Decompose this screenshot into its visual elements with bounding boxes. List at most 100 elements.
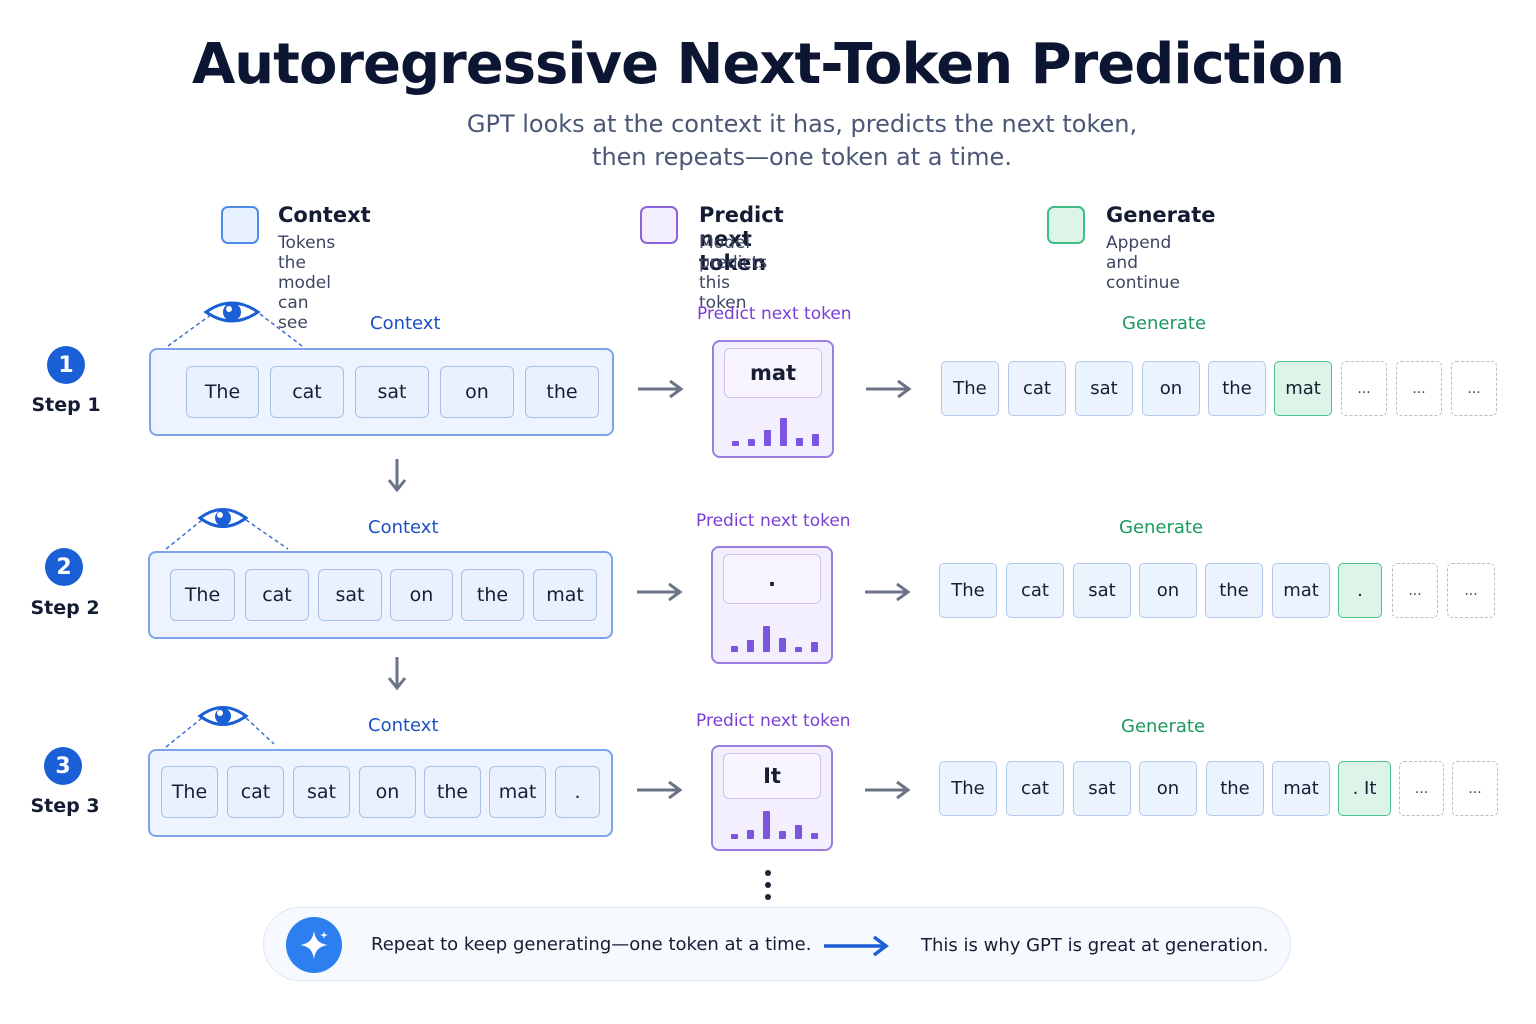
generate-label: Generate bbox=[1122, 313, 1207, 334]
subtitle-line-2: then repeats—one token at a time. bbox=[592, 143, 1012, 171]
legend-predict-title: Predict next token bbox=[699, 203, 784, 275]
context-token: the bbox=[461, 569, 524, 621]
output-token: sat bbox=[1075, 361, 1133, 416]
probability-bar bbox=[796, 438, 803, 446]
step-1-label: Step 1 bbox=[31, 394, 101, 416]
sparkle-icon bbox=[286, 917, 342, 973]
output-token: The bbox=[939, 761, 997, 816]
prediction-box: . bbox=[711, 546, 833, 664]
output-token: The bbox=[939, 563, 997, 618]
output-token: the bbox=[1205, 563, 1263, 618]
probability-bar bbox=[732, 441, 739, 446]
context-token: on bbox=[440, 366, 514, 418]
legend-generate-swatch bbox=[1047, 206, 1085, 244]
probability-bar bbox=[763, 626, 770, 652]
probability-bar bbox=[747, 830, 754, 839]
footer-banner bbox=[263, 907, 1291, 981]
page-title: Autoregressive Next-Token Prediction bbox=[191, 32, 1345, 97]
legend-predict-desc: Model predicts this token bbox=[699, 233, 768, 313]
empty-slot: ... bbox=[1341, 361, 1387, 416]
probability-bar bbox=[764, 430, 771, 446]
probability-bar bbox=[811, 833, 818, 839]
context-label: Context bbox=[368, 517, 439, 538]
arrow-right-icon bbox=[637, 780, 683, 800]
arrow-right-icon bbox=[866, 379, 912, 399]
probability-bar bbox=[747, 640, 754, 652]
output-token: on bbox=[1142, 361, 1200, 416]
arrow-right-icon bbox=[865, 582, 911, 602]
probability-bar bbox=[731, 834, 738, 839]
empty-slot: ... bbox=[1392, 563, 1438, 618]
probability-bar bbox=[795, 647, 802, 652]
context-token: The bbox=[161, 766, 218, 818]
probability-bar bbox=[779, 638, 786, 652]
context-token: the bbox=[525, 366, 599, 418]
arrow-right-icon bbox=[638, 379, 684, 399]
context-token: mat bbox=[533, 569, 597, 621]
output-token: The bbox=[941, 361, 999, 416]
legend-predict-swatch bbox=[640, 206, 678, 244]
legend-context-title: Context bbox=[278, 203, 371, 227]
generate-label: Generate bbox=[1121, 716, 1206, 737]
legend-generate-title: Generate bbox=[1106, 203, 1216, 227]
context-token: The bbox=[170, 569, 235, 621]
eye-icon bbox=[165, 706, 275, 748]
probability-bar bbox=[811, 642, 818, 652]
arrow-right-icon bbox=[637, 582, 683, 602]
probability-bar bbox=[731, 646, 738, 652]
context-token: cat bbox=[270, 366, 344, 418]
step-3-circle: 3 bbox=[44, 747, 82, 785]
context-token: on bbox=[359, 766, 416, 818]
context-label: Context bbox=[368, 715, 439, 736]
probability-bar bbox=[763, 811, 770, 839]
eye-icon bbox=[167, 301, 303, 347]
probability-bar bbox=[779, 831, 786, 839]
probability-bar bbox=[795, 825, 802, 839]
empty-slot: ... bbox=[1451, 361, 1497, 416]
step-2-label: Step 2 bbox=[30, 597, 100, 619]
generate-label: Generate bbox=[1119, 517, 1204, 538]
predicted-token: It bbox=[723, 753, 821, 799]
generated-token: mat bbox=[1274, 361, 1332, 416]
context-token: sat bbox=[293, 766, 350, 818]
vertical-ellipsis-icon bbox=[765, 870, 771, 900]
arrow-right-icon bbox=[824, 935, 889, 957]
context-token: on bbox=[390, 569, 453, 621]
predicted-token: mat bbox=[724, 348, 822, 398]
predict-label: Predict next token bbox=[696, 511, 851, 531]
step-1-circle: 1 bbox=[47, 346, 85, 384]
output-token: sat bbox=[1073, 761, 1131, 816]
step-3-label: Step 3 bbox=[30, 795, 100, 817]
context-token: the bbox=[424, 766, 481, 818]
empty-slot: ... bbox=[1452, 761, 1498, 816]
context-token: . bbox=[555, 766, 600, 818]
context-token: The bbox=[186, 366, 259, 418]
output-token: cat bbox=[1006, 761, 1064, 816]
output-token: cat bbox=[1006, 563, 1064, 618]
context-label: Context bbox=[370, 313, 441, 334]
empty-slot: ... bbox=[1396, 361, 1442, 416]
predict-label: Predict next token bbox=[697, 304, 852, 324]
context-token: mat bbox=[489, 766, 546, 818]
prediction-box: It bbox=[711, 745, 833, 851]
prediction-box: mat bbox=[712, 340, 834, 458]
output-token: mat bbox=[1272, 563, 1330, 618]
context-token: cat bbox=[227, 766, 284, 818]
legend-context-desc: Tokens the model can see bbox=[278, 233, 336, 333]
output-token: the bbox=[1208, 361, 1266, 416]
legend-context-swatch bbox=[221, 206, 259, 244]
subtitle-line-1: GPT looks at the context it has, predict… bbox=[466, 110, 1138, 138]
output-token: on bbox=[1139, 563, 1197, 618]
arrow-down-icon bbox=[387, 459, 407, 493]
generated-token: . bbox=[1338, 563, 1382, 618]
context-token: sat bbox=[355, 366, 429, 418]
context-token: cat bbox=[245, 569, 309, 621]
footer-right-text: This is why GPT is great at generation. bbox=[921, 935, 1269, 956]
probability-bar bbox=[812, 434, 819, 446]
output-token: sat bbox=[1073, 563, 1131, 618]
predict-label: Predict next token bbox=[696, 711, 851, 731]
output-token: the bbox=[1206, 761, 1264, 816]
footer-left-text: Repeat to keep generating—one token at a… bbox=[371, 934, 812, 955]
output-token: cat bbox=[1008, 361, 1066, 416]
output-token: mat bbox=[1272, 761, 1330, 816]
